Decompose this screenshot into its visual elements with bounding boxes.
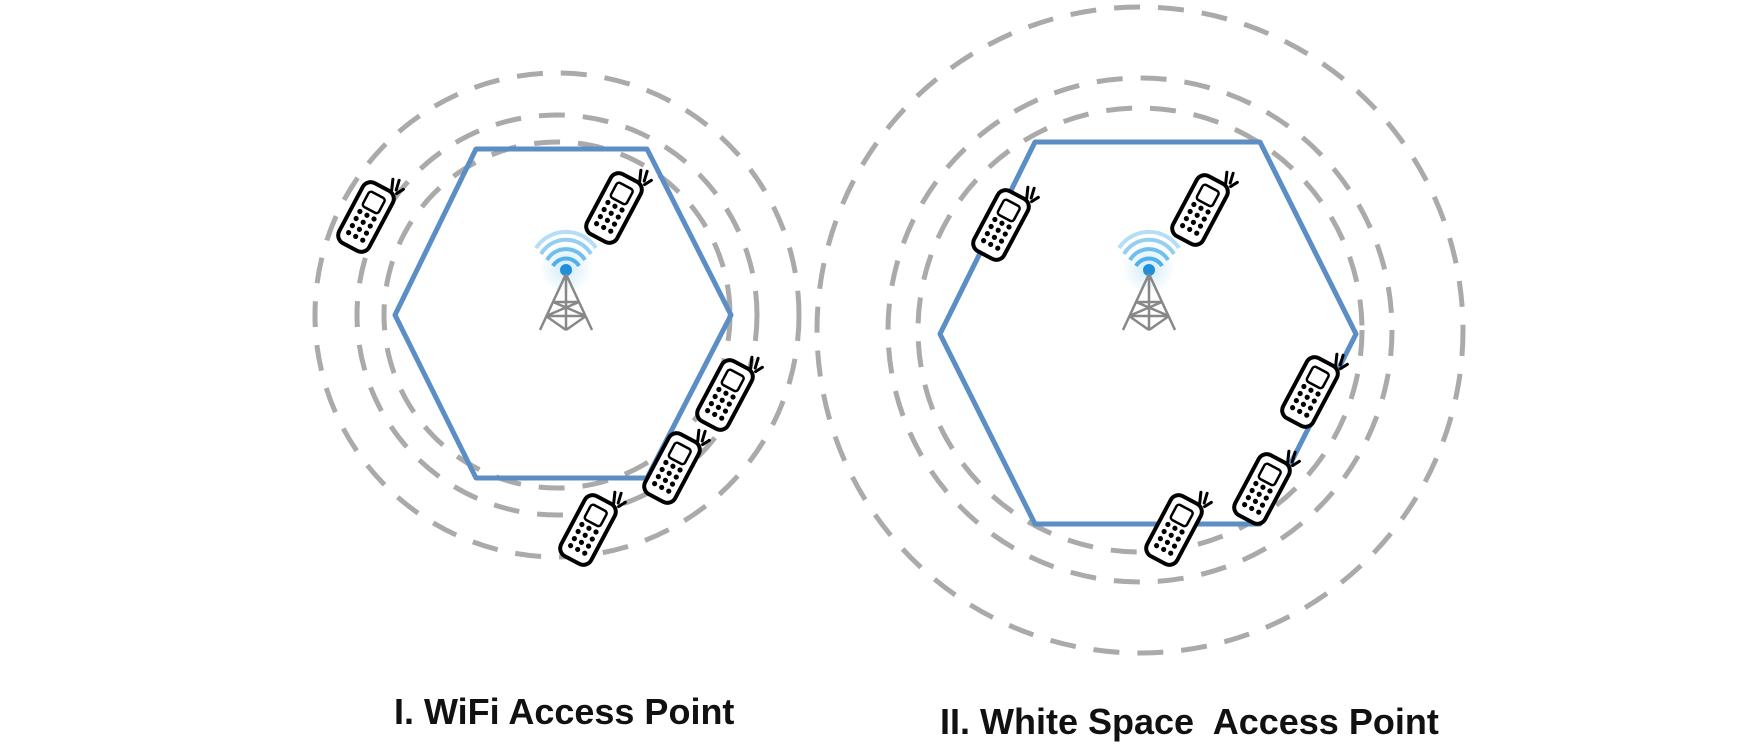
coverage-rings	[814, 4, 1466, 656]
cell-boundary-hexagon	[392, 146, 734, 481]
cell-tower-icon	[1117, 229, 1181, 332]
mobile-phone-icon	[641, 418, 712, 508]
coverage-ring-middle	[354, 112, 760, 518]
mobile-phone-icon	[335, 167, 406, 257]
mobile-phone-icon	[1279, 342, 1350, 432]
coverage-ring-middle	[885, 75, 1395, 585]
coverage-ring-outer	[312, 70, 802, 560]
mobile-phone-icon	[583, 158, 654, 248]
cell-tower-icon	[534, 229, 598, 332]
mobile-phone-icon	[557, 480, 628, 570]
coverage-ring-outer	[814, 4, 1466, 656]
panel-wifi-access-point	[312, 70, 802, 570]
panel-white-space-access-point	[814, 4, 1466, 656]
mobile-phone-icon	[694, 345, 765, 435]
mobile-phone-icon	[970, 175, 1041, 265]
panel-caption-wifi: I. WiFi Access Point	[394, 691, 735, 732]
mobile-phone-icon	[1231, 439, 1302, 529]
panel-caption-white-space: II. White Space Access Point	[940, 701, 1439, 742]
mobile-phone-icon	[1169, 160, 1240, 250]
coverage-ring-inner	[915, 105, 1365, 555]
